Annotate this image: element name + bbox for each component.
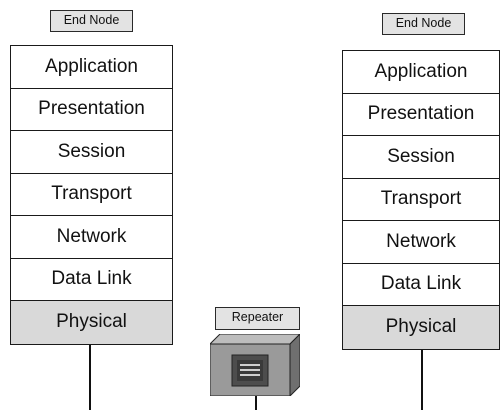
right-layer-physical: Physical xyxy=(343,306,499,349)
right-osi-stack: Application Presentation Session Transpo… xyxy=(342,50,500,350)
repeater-device-icon xyxy=(210,334,300,396)
repeater-network-wire xyxy=(255,396,257,410)
left-layer-transport: Transport xyxy=(11,174,172,216)
right-layer-transport: Transport xyxy=(343,179,499,221)
right-end-node-label: End Node xyxy=(382,13,465,35)
left-layer-application: Application xyxy=(11,46,172,89)
repeater-label: Repeater xyxy=(215,307,300,330)
right-layer-data-link: Data Link xyxy=(343,264,499,306)
right-layer-application: Application xyxy=(343,51,499,94)
left-layer-data-link: Data Link xyxy=(11,259,172,301)
left-layer-network: Network xyxy=(11,216,172,259)
left-layer-session: Session xyxy=(11,131,172,174)
left-osi-stack: Application Presentation Session Transpo… xyxy=(10,45,173,345)
left-network-wire xyxy=(89,345,91,410)
right-network-wire xyxy=(421,350,423,410)
right-layer-session: Session xyxy=(343,136,499,179)
left-end-node-label: End Node xyxy=(50,10,133,32)
left-layer-presentation: Presentation xyxy=(11,89,172,131)
right-layer-presentation: Presentation xyxy=(343,94,499,136)
left-layer-physical: Physical xyxy=(11,301,172,344)
right-layer-network: Network xyxy=(343,221,499,264)
